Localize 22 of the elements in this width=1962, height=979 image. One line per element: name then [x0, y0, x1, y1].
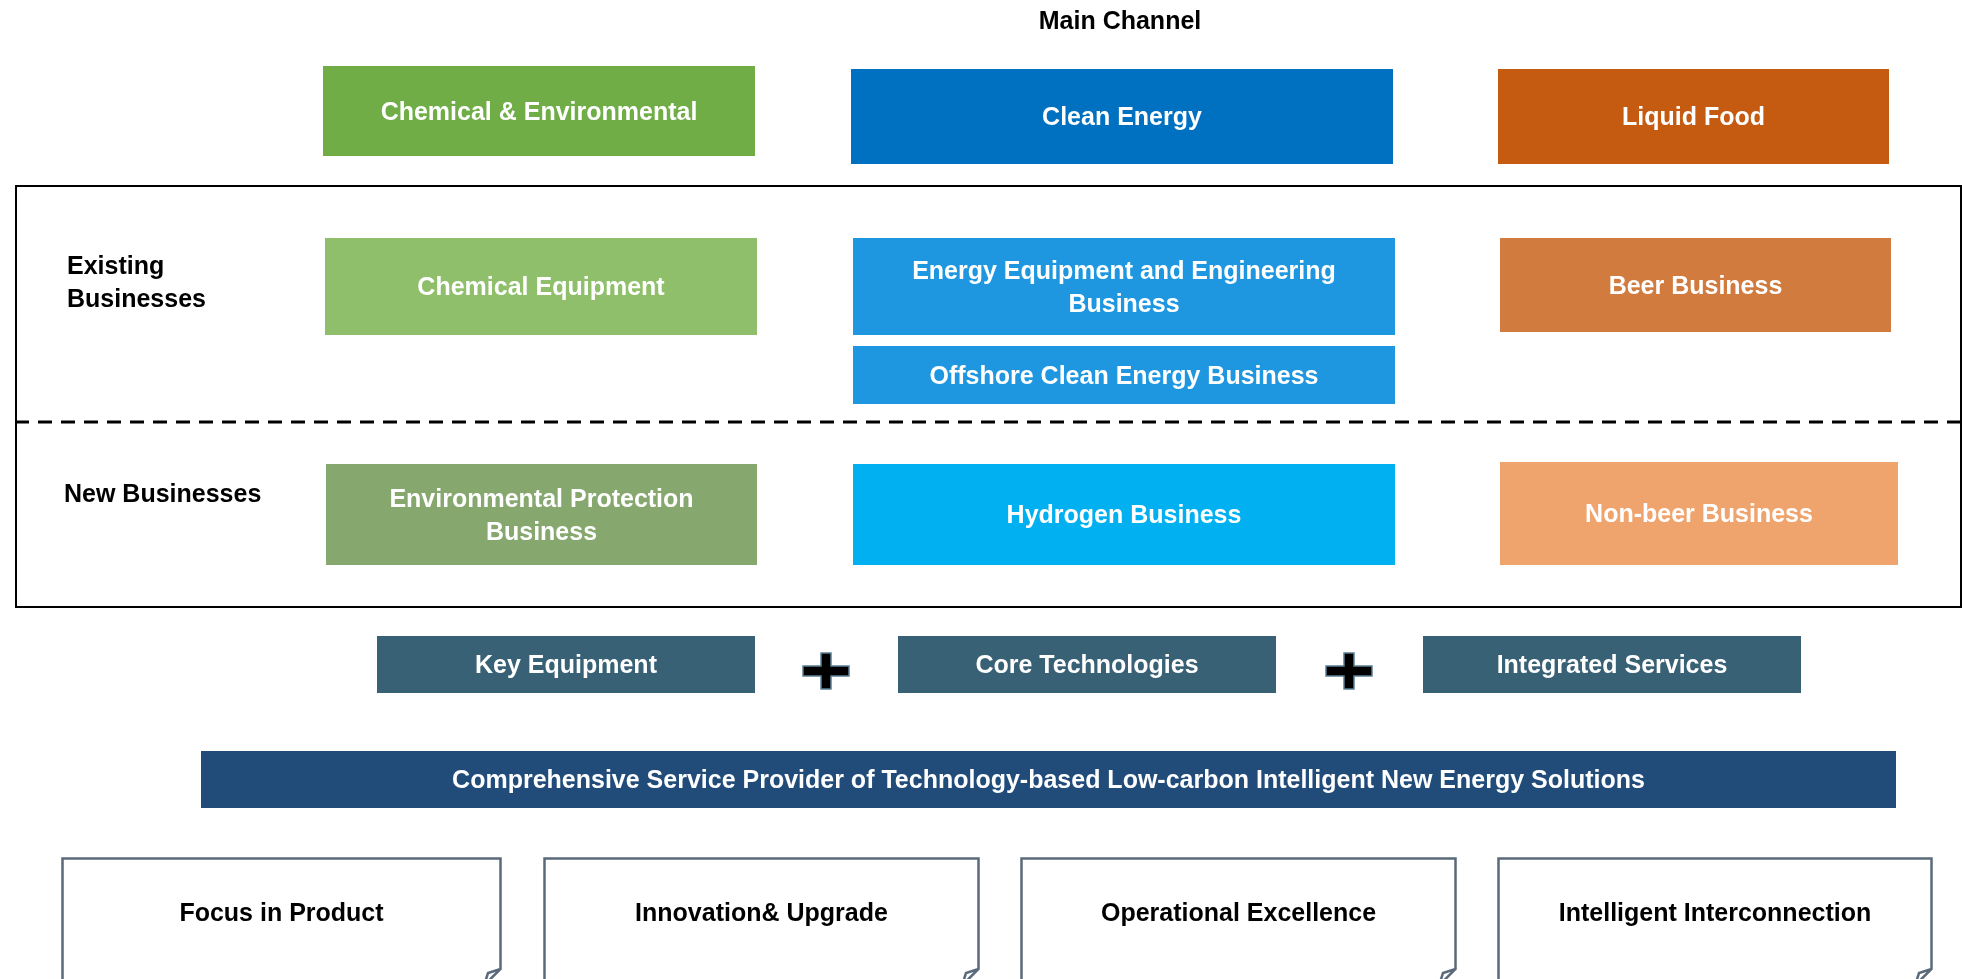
- principle-card: Focus in Product: [61, 857, 502, 979]
- business-box: Beer Business: [1500, 238, 1891, 332]
- business-box: Non-beer Business: [1500, 462, 1898, 565]
- principle-card: Intelligent Interconnection: [1497, 857, 1933, 979]
- principle-card: Operational Excellence: [1020, 857, 1457, 979]
- row-label: New Businesses: [64, 478, 263, 509]
- business-box: Energy Equipment and Engineering Business: [853, 238, 1395, 335]
- business-box: Chemical Equipment: [325, 238, 757, 335]
- business-box: Comprehensive Service Provider of Technology-based Low-carbon Intelligent New Energy Solutions: [201, 751, 1896, 808]
- heading: Main Channel: [1037, 6, 1203, 35]
- business-box: Chemical & Environmental: [323, 66, 755, 156]
- business-box: Core Technologies: [898, 636, 1276, 693]
- business-box: Clean Energy: [851, 69, 1393, 164]
- business-box: Environmental Protection Business: [326, 464, 757, 565]
- business-box: Integrated Services: [1423, 636, 1801, 693]
- business-box: Liquid Food: [1498, 69, 1889, 164]
- business-frame: [15, 185, 1962, 608]
- business-box: Key Equipment: [377, 636, 755, 693]
- row-label: Existing Businesses: [67, 250, 207, 314]
- business-box: Offshore Clean Energy Business: [853, 346, 1395, 404]
- business-box: Hydrogen Business: [853, 464, 1395, 565]
- principle-card: Innovation& Upgrade: [543, 857, 980, 979]
